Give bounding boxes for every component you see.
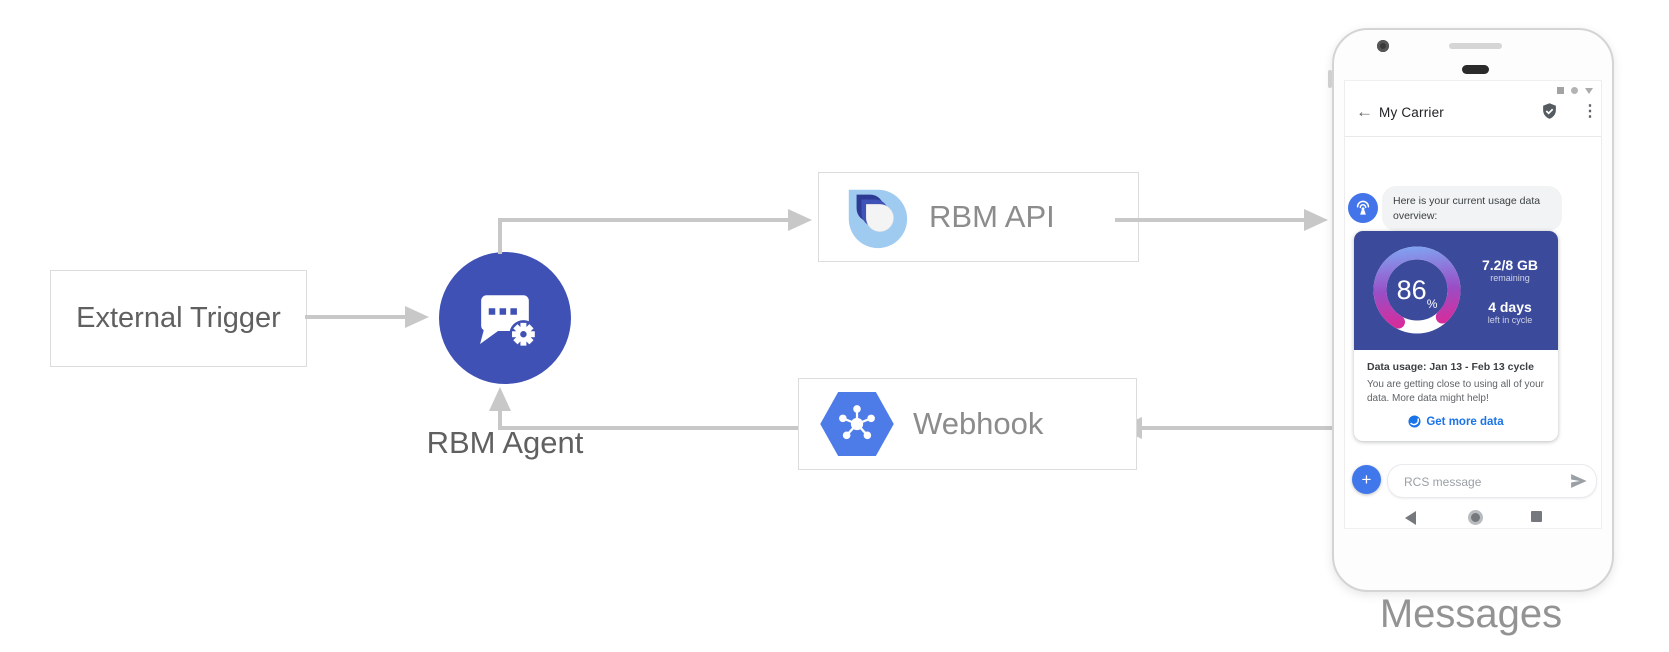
arrow-trigger-to-agent-head — [405, 306, 429, 328]
rbm-api-logo-icon — [848, 189, 908, 249]
arrow-api-to-phone-head — [1304, 209, 1328, 231]
arrow-agent-to-api-vline — [498, 220, 502, 254]
arrow-agent-to-api-hline — [498, 218, 788, 222]
rbm-agent-label: RBM Agent — [426, 425, 584, 460]
usage-gauge — [1369, 242, 1465, 338]
arrow-webhook-to-agent-head — [489, 387, 511, 411]
conversation-title: My Carrier — [1379, 105, 1444, 120]
data-remaining-value: 7.2/8 GB — [1481, 256, 1539, 273]
app-bar: ← My Carrier ⋮ — [1345, 97, 1601, 136]
webhook-node: Webhook — [798, 378, 1137, 470]
earpiece — [1462, 65, 1489, 74]
rbm-api-node: RBM API — [818, 172, 1139, 262]
status-triangle-icon — [1585, 87, 1593, 94]
arrow-phone-to-webhook-line — [1142, 426, 1332, 430]
nav-back-button[interactable] — [1405, 511, 1416, 525]
front-camera — [1377, 40, 1389, 52]
messages-caption: Messages — [1379, 592, 1563, 636]
phone-mockup: ← My Carrier ⋮ Here i — [1328, 28, 1614, 592]
arrow-agent-to-api-head — [788, 209, 812, 231]
get-more-data-label: Get more data — [1426, 415, 1504, 428]
rbm-api-label: RBM API — [929, 199, 1055, 234]
arrow-webhook-to-agent-vline — [498, 410, 502, 430]
nav-recents-button[interactable] — [1531, 511, 1542, 522]
chat-gear-icon — [480, 295, 538, 349]
usage-rich-card: 86 % 7.2/8 GB remaining 4 days left in c… — [1354, 231, 1558, 441]
back-icon[interactable]: ← — [1356, 102, 1373, 121]
rcs-message-input[interactable] — [1402, 465, 1556, 499]
usage-card-title: Data usage: Jan 13 - Feb 13 cycle — [1367, 361, 1534, 373]
speaker-slot — [1449, 43, 1502, 49]
usage-stats: 7.2/8 GB remaining 4 days left in cycle — [1466, 231, 1554, 350]
usage-gauge-panel: 86 % 7.2/8 GB remaining 4 days left in c… — [1354, 231, 1558, 350]
nav-home-button[interactable] — [1468, 510, 1483, 525]
get-more-data-icon — [1408, 415, 1421, 428]
overflow-menu-icon[interactable]: ⋮ — [1582, 103, 1598, 120]
arrow-trigger-to-agent-line — [305, 315, 405, 319]
rbm-agent-node — [439, 252, 571, 384]
usage-card-details: Data usage: Jan 13 - Feb 13 cycle You ar… — [1354, 350, 1558, 441]
get-more-data-button[interactable]: Get more data — [1367, 415, 1545, 428]
data-remaining-label: remaining — [1490, 272, 1530, 283]
gauge-percent-value: 86 — [1396, 274, 1427, 305]
arrow-api-to-phone-line — [1115, 218, 1305, 222]
chat-bubble: Here is your current usage data overview… — [1382, 186, 1562, 232]
attach-plus-button[interactable]: + — [1352, 465, 1381, 494]
send-icon[interactable] — [1568, 471, 1588, 496]
status-circle-icon — [1571, 87, 1578, 94]
side-button — [1328, 70, 1332, 88]
webhook-label: Webhook — [913, 406, 1044, 441]
status-square-icon — [1557, 87, 1564, 94]
webhook-hexagon-icon — [820, 391, 894, 457]
days-left-value: 4 days — [1488, 298, 1532, 315]
days-left-label: left in cycle — [1487, 314, 1533, 325]
gauge-percent-unit: % — [1426, 297, 1438, 311]
gauge-percent: 86 % — [1369, 242, 1465, 338]
antenna-icon — [1356, 200, 1370, 215]
external-trigger-label: External Trigger — [76, 302, 281, 334]
verified-shield-icon — [1541, 102, 1558, 125]
arrow-webhook-to-agent-hline — [498, 426, 798, 430]
external-trigger-node: External Trigger — [50, 270, 307, 367]
carrier-avatar — [1348, 193, 1378, 223]
usage-card-body: You are getting close to using all of yo… — [1367, 379, 1544, 404]
phone-screen: ← My Carrier ⋮ Here i — [1344, 80, 1602, 529]
status-bar-icons — [1557, 87, 1593, 94]
appbar-divider — [1345, 136, 1601, 137]
message-composer — [1387, 464, 1597, 499]
